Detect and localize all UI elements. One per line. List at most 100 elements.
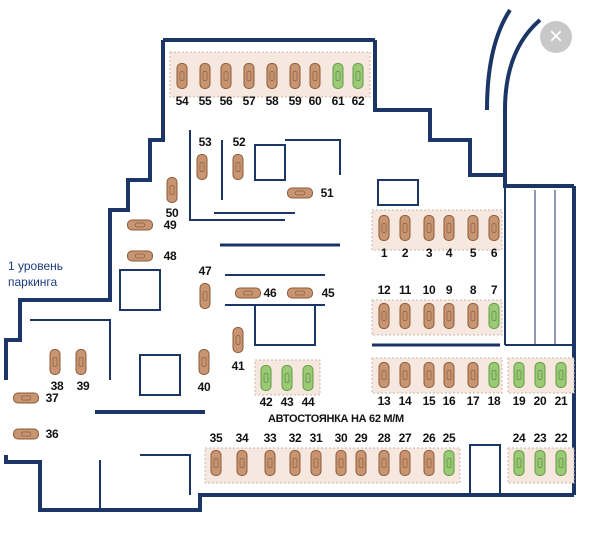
parking-spot-17-label: 17: [466, 394, 480, 408]
interior-walls: [30, 130, 574, 510]
parking-spot-42-car-icon[interactable]: [260, 365, 272, 391]
parking-spot-5-car-icon[interactable]: [467, 215, 479, 241]
level-label-line2: паркинга: [8, 275, 58, 289]
parking-spot-48-label: 48: [163, 249, 177, 263]
parking-spot-40-car-icon[interactable]: [198, 349, 210, 375]
parking-spot-35-car-icon[interactable]: [210, 450, 222, 476]
parking-spot-11-car-icon[interactable]: [399, 303, 411, 329]
parking-spot-60-car-icon[interactable]: [309, 63, 321, 89]
parking-spot-34-car-icon[interactable]: [236, 450, 248, 476]
parking-spot-28-label: 28: [377, 431, 391, 445]
parking-spot-31-car-icon[interactable]: [310, 450, 322, 476]
parking-spot-36-car-icon[interactable]: [13, 428, 39, 440]
parking-spot-29-label: 29: [354, 431, 368, 445]
parking-spot-3-label: 3: [425, 246, 433, 260]
parking-spot-18-car-icon[interactable]: [488, 362, 500, 388]
parking-spot-54-car-icon[interactable]: [176, 63, 188, 89]
parking-spot-44-car-icon[interactable]: [302, 365, 314, 391]
parking-spot-2-label: 2: [401, 246, 409, 260]
parking-spot-49-car-icon[interactable]: [127, 219, 153, 231]
parking-spot-27-car-icon[interactable]: [399, 450, 411, 476]
parking-spot-17-car-icon[interactable]: [467, 362, 479, 388]
parking-spot-14-car-icon[interactable]: [399, 362, 411, 388]
parking-spot-37-car-icon[interactable]: [13, 392, 39, 404]
parking-spot-21-car-icon[interactable]: [555, 362, 567, 388]
parking-spot-59-label: 59: [288, 94, 302, 108]
parking-spot-51-car-icon[interactable]: [287, 187, 313, 199]
parking-spot-57-label: 57: [242, 94, 256, 108]
parking-spot-43-car-icon[interactable]: [281, 365, 293, 391]
parking-spot-20-car-icon[interactable]: [534, 362, 546, 388]
parking-spot-6-car-icon[interactable]: [488, 215, 500, 241]
parking-spot-3-car-icon[interactable]: [423, 215, 435, 241]
parking-spot-23-car-icon[interactable]: [534, 450, 546, 476]
parking-spot-33-label: 33: [263, 431, 277, 445]
parking-spot-35-label: 35: [209, 431, 223, 445]
parking-spot-49-label: 49: [163, 218, 177, 232]
parking-spot-29-car-icon[interactable]: [355, 450, 367, 476]
parking-spot-9-label: 9: [445, 283, 453, 297]
parking-spot-13-car-icon[interactable]: [378, 362, 390, 388]
parking-spot-32-label: 32: [288, 431, 302, 445]
parking-spot-60-label: 60: [308, 94, 322, 108]
parking-spot-7-car-icon[interactable]: [488, 303, 500, 329]
parking-spot-46-car-icon[interactable]: [235, 287, 261, 299]
parking-spot-23-label: 23: [533, 431, 547, 445]
parking-spot-52-car-icon[interactable]: [232, 154, 244, 180]
parking-spot-33-car-icon[interactable]: [264, 450, 276, 476]
parking-spot-8-car-icon[interactable]: [467, 303, 479, 329]
parking-spot-19-label: 19: [512, 394, 526, 408]
parking-spot-10-car-icon[interactable]: [423, 303, 435, 329]
parking-spot-39-car-icon[interactable]: [75, 349, 87, 375]
parking-spot-62-car-icon[interactable]: [352, 63, 364, 89]
parking-spot-24-car-icon[interactable]: [513, 450, 525, 476]
parking-spot-38-car-icon[interactable]: [49, 349, 61, 375]
parking-spot-12-car-icon[interactable]: [378, 303, 390, 329]
parking-spot-50-car-icon[interactable]: [166, 177, 178, 203]
parking-spot-22-car-icon[interactable]: [555, 450, 567, 476]
parking-spot-10-label: 10: [422, 283, 436, 297]
parking-spot-54-label: 54: [175, 94, 189, 108]
parking-spot-56-label: 56: [219, 94, 233, 108]
parking-spot-56-car-icon[interactable]: [220, 63, 232, 89]
parking-spot-14-label: 14: [398, 394, 412, 408]
parking-title: АВТОСТОЯНКА НА 62 М/М: [268, 413, 404, 425]
parking-spot-8-label: 8: [469, 283, 477, 297]
parking-spot-30-car-icon[interactable]: [335, 450, 347, 476]
parking-spot-16-label: 16: [442, 394, 456, 408]
parking-spot-37-label: 37: [45, 391, 59, 405]
parking-spot-57-car-icon[interactable]: [243, 63, 255, 89]
parking-spot-4-label: 4: [445, 246, 453, 260]
parking-spot-43-label: 43: [280, 395, 294, 409]
parking-spot-19-car-icon[interactable]: [513, 362, 525, 388]
parking-spot-2-car-icon[interactable]: [399, 215, 411, 241]
parking-spot-34-label: 34: [235, 431, 249, 445]
parking-spot-53-car-icon[interactable]: [196, 154, 208, 180]
parking-spot-16-car-icon[interactable]: [443, 362, 455, 388]
parking-spot-55-car-icon[interactable]: [199, 63, 211, 89]
close-button[interactable]: ×: [540, 21, 572, 53]
parking-spot-47-label: 47: [198, 264, 212, 278]
parking-spot-25-car-icon[interactable]: [443, 450, 455, 476]
parking-spot-11-label: 11: [398, 283, 412, 297]
parking-spot-48-car-icon[interactable]: [127, 250, 153, 262]
parking-spot-1-car-icon[interactable]: [378, 215, 390, 241]
parking-spot-36-label: 36: [45, 427, 59, 441]
parking-spot-41-car-icon[interactable]: [232, 327, 244, 353]
parking-spot-21-label: 21: [554, 394, 568, 408]
walls: [4, 8, 576, 512]
parking-spot-15-car-icon[interactable]: [423, 362, 435, 388]
parking-spot-32-car-icon[interactable]: [289, 450, 301, 476]
parking-spot-4-car-icon[interactable]: [443, 215, 455, 241]
parking-spot-45-car-icon[interactable]: [287, 287, 313, 299]
parking-spot-51-label: 51: [320, 186, 334, 200]
parking-spot-9-car-icon[interactable]: [443, 303, 455, 329]
parking-spot-61-car-icon[interactable]: [332, 63, 344, 89]
parking-spot-28-car-icon[interactable]: [378, 450, 390, 476]
parking-spot-47-car-icon[interactable]: [199, 283, 211, 309]
parking-spot-26-car-icon[interactable]: [423, 450, 435, 476]
parking-spot-58-car-icon[interactable]: [266, 63, 278, 89]
parking-spot-7-label: 7: [490, 283, 498, 297]
level-label-line1: 1 уровень: [8, 259, 64, 273]
parking-spot-59-car-icon[interactable]: [289, 63, 301, 89]
